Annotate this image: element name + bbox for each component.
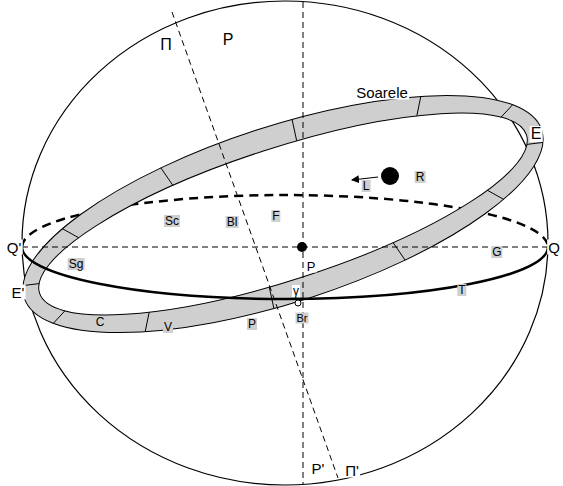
zodiac-band xyxy=(0,46,563,381)
band-divider xyxy=(290,119,299,140)
center-label: P xyxy=(306,260,317,273)
zodiac-sign: V xyxy=(163,321,173,333)
equator-point-label: Q' xyxy=(6,240,23,255)
zodiac-sign: P xyxy=(247,318,257,330)
band-divider xyxy=(499,105,516,117)
ecliptic-point-label: E' xyxy=(11,285,26,300)
sun-label: Soarele xyxy=(355,85,409,100)
zodiac-sign: L xyxy=(362,180,371,192)
band-divider xyxy=(23,281,39,289)
zodiac-sign: G xyxy=(491,246,502,258)
band-divider xyxy=(487,186,503,203)
band-divider xyxy=(62,225,78,242)
ecliptic-point-label: E xyxy=(530,126,543,142)
zodiac-sign: T xyxy=(457,284,466,296)
equator-diameter xyxy=(22,247,548,248)
earth-dot xyxy=(297,242,307,252)
equator-front xyxy=(22,247,548,299)
zodiac-sign: C xyxy=(95,316,106,328)
zodiac-sign: Bl xyxy=(226,216,239,228)
band-divider xyxy=(393,241,405,262)
band-divider xyxy=(161,166,173,187)
equator-point-label: Q xyxy=(547,240,561,255)
sphere-outline xyxy=(22,1,548,485)
zodiac-sign: Sc xyxy=(164,215,180,227)
pole-label: P xyxy=(222,32,235,48)
zodiac-sign: Sg xyxy=(68,258,85,270)
pole-label: P' xyxy=(311,461,326,476)
axis-pole-label: Π xyxy=(159,37,173,53)
band-divider xyxy=(51,311,68,323)
zodiac-sign: Br xyxy=(296,313,309,324)
zodiac-sign: F xyxy=(271,210,280,222)
band-divider xyxy=(140,312,155,332)
zodiac-sign: R xyxy=(415,171,426,183)
vernal-point xyxy=(295,300,301,306)
axis-pole-label: Π' xyxy=(344,463,360,478)
vernal-point-label: γ xyxy=(292,285,300,297)
band-divider xyxy=(411,96,426,116)
sun-disc xyxy=(381,167,399,185)
ecliptic-axis xyxy=(172,12,338,478)
